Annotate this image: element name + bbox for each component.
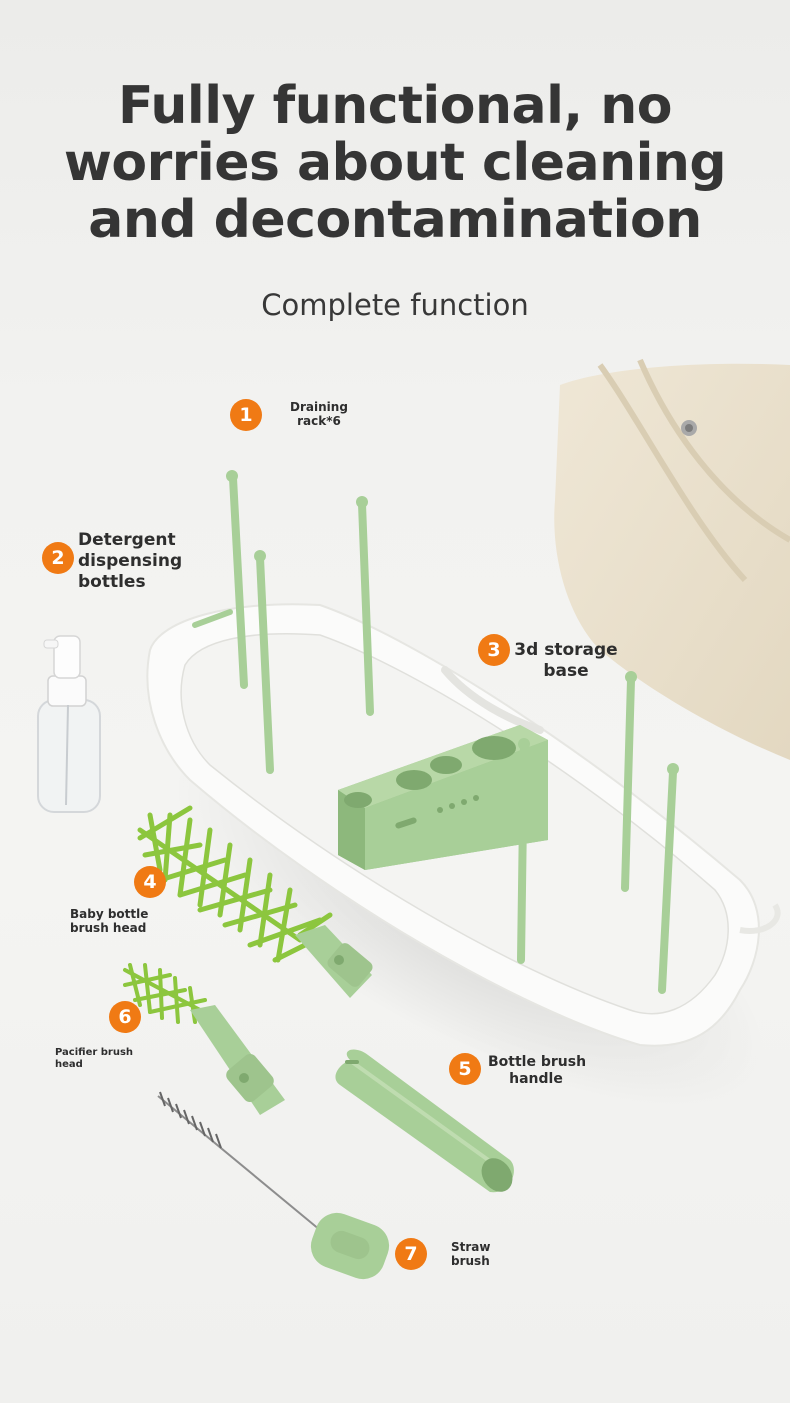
storage-base: [338, 725, 548, 870]
callout-badge-1: 1: [230, 399, 262, 431]
subtitle: Complete function: [261, 288, 529, 322]
headline-line-2: worries about cleaning: [63, 133, 727, 193]
pacifier-brush: [123, 963, 285, 1115]
callout-badge-4: 4: [134, 866, 166, 898]
straw-brush: [157, 1091, 390, 1280]
bottle-brush-handle: [335, 1049, 514, 1193]
spray-bottle: [37, 635, 101, 813]
callout-badge-5: 5: [449, 1053, 481, 1085]
headline-line-1: Fully functional, no: [117, 76, 673, 136]
callout-badge-7: 7: [395, 1238, 427, 1270]
callout-label-bottle-brush-handle: Bottle brush handle: [488, 1054, 587, 1087]
callout-badge-3: 3: [478, 634, 510, 666]
callout-label-draining-rack: Draining rack*6: [290, 400, 348, 428]
callout-badge-6: 6: [109, 1001, 141, 1033]
baby-bottle-brush: [137, 805, 373, 998]
callout-label-storage-base: 3d storage base: [514, 640, 618, 681]
callout-label-detergent-bottles: Detergent dispensing bottles: [78, 530, 183, 592]
tote-bag: [554, 358, 790, 760]
callout-badge-2: 2: [42, 542, 74, 574]
callout-label-straw-brush: Straw brush: [451, 1240, 491, 1268]
headline: Fully functional, no worries about clean…: [0, 78, 790, 249]
draining-rack-poles: [226, 470, 679, 994]
callout-label-baby-bottle-brush-head: Baby bottle brush head: [70, 907, 149, 935]
headline-line-3: and decontamination: [88, 190, 702, 250]
callout-label-pacifier-brush-head: Pacifier brush head: [55, 1047, 134, 1070]
